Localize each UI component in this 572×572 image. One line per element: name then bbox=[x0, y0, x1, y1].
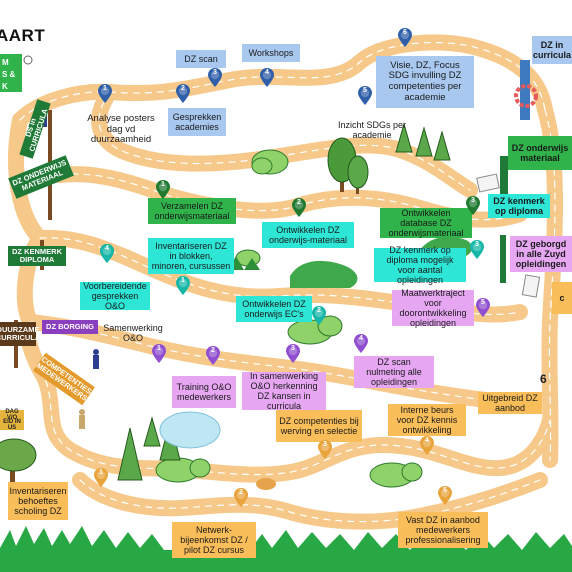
box-ontwikkelen-database: Ontwikkelen database DZ onderwijsmateria… bbox=[380, 208, 472, 238]
blue-pin-3: 3 bbox=[208, 68, 222, 87]
box-ontwikkelen-ecs: Ontwikkelen DZ onderwijs EC's bbox=[236, 296, 312, 322]
green-pin-label: 2 bbox=[297, 199, 301, 206]
sign-dag-vo: DAG V/O bbox=[0, 409, 24, 421]
teal-pin-label: 2 bbox=[317, 307, 321, 314]
flag-label-m: M bbox=[2, 58, 9, 67]
blue-pin-5: 5 bbox=[358, 86, 372, 105]
box-interne-beurs: Interne beurs voor DZ kennis ontwikkelin… bbox=[388, 404, 466, 436]
teal-pin-4: 4 bbox=[100, 244, 114, 263]
pond bbox=[159, 411, 221, 449]
box-gesprekken-academies: Gesprekken academies bbox=[168, 108, 226, 136]
green-pin-label: 1 bbox=[161, 181, 165, 188]
orange-pin-label: 5 bbox=[443, 487, 447, 494]
purple-pin-3: 3 bbox=[286, 344, 300, 363]
green-pin-2: 2 bbox=[292, 198, 306, 217]
purple-pin-5: 5 bbox=[476, 298, 490, 317]
blue-pin-6: 6 bbox=[398, 28, 412, 47]
milestone-dz-geborgd: DZ geborgd in alle Zuyd opleidingen bbox=[510, 236, 572, 272]
purple-pin-label: 4 bbox=[359, 335, 363, 342]
step-number-six: 6 bbox=[540, 372, 547, 386]
box-uitgebreid-aanbod: Uitgebreid DZ aanbod bbox=[478, 392, 542, 414]
sign-eid-in-us: EID IN US bbox=[0, 419, 24, 431]
box-analyse-posters: Analyse posters dag vd duurzaamheid bbox=[87, 113, 155, 146]
box-dz-competenties: DZ competenties bij werving en selectie bbox=[276, 410, 362, 442]
sign-duurzame-curricula: DUURZAME CURRICULA bbox=[0, 322, 40, 346]
bushes bbox=[155, 149, 423, 488]
teal-pin-label: 1 bbox=[181, 277, 185, 284]
sign-dz-borging: DZ BORGING bbox=[42, 320, 98, 334]
box-dz-scan-nulmeting: DZ scan nulmeting alle opleidingen bbox=[354, 356, 434, 388]
box-dz-kenmerk-diploma-mogelijk: DZ kenmerk op diploma mogelijk voor aant… bbox=[374, 245, 466, 285]
purple-pin-4: 4 bbox=[354, 334, 368, 353]
blue-pin-2: 2 bbox=[176, 84, 190, 103]
orange-pin-1: 1 bbox=[94, 468, 108, 487]
orange-pin-label: 2 bbox=[239, 489, 243, 496]
box-training: Training O&O medewerkers bbox=[172, 376, 236, 408]
milestone-dz-in-curricula: DZ in curricula bbox=[532, 36, 572, 64]
green-pin-3: 3 bbox=[466, 196, 480, 215]
teal-pin-label: 4 bbox=[105, 245, 109, 252]
orange-pin-2: 2 bbox=[234, 488, 248, 507]
green-pin-label: 3 bbox=[471, 197, 475, 204]
purple-pin-2: 2 bbox=[206, 346, 220, 365]
purple-pin-label: 5 bbox=[481, 299, 485, 306]
blue-pin-label: 6 bbox=[403, 29, 407, 36]
purple-pin-label: 2 bbox=[211, 347, 215, 354]
teal-pin-label: 3 bbox=[475, 241, 479, 248]
purple-pin-label: 3 bbox=[291, 345, 295, 352]
box-voorbereidende: Voorbereidende gesprekken O&O bbox=[80, 281, 150, 311]
orange-pin-label: 4 bbox=[425, 437, 429, 444]
purple-pin-label: 1 bbox=[157, 345, 161, 352]
box-dz-scan: DZ scan bbox=[176, 50, 226, 68]
grass-strip bbox=[0, 526, 572, 572]
box-inzicht-sdgs: Inzicht SDGs per academie bbox=[337, 119, 407, 140]
orange-pin-label: 1 bbox=[99, 469, 103, 476]
teal-pin-1: 1 bbox=[176, 276, 190, 295]
blue-pin-4: 4 bbox=[260, 68, 274, 87]
green-pin-1: 1 bbox=[156, 180, 170, 199]
orange-pin-label: 3 bbox=[323, 441, 327, 448]
blue-pin-label: 1 bbox=[103, 85, 107, 92]
box-workshops: Workshops bbox=[242, 44, 300, 62]
blue-pin-1: 1 bbox=[98, 84, 112, 103]
blue-pin-label: 4 bbox=[265, 69, 269, 76]
milestone-dz-onderwijsmateriaal: DZ onderwijs materiaal bbox=[508, 136, 572, 170]
box-inventariseren-behoeftes: Inventariseren behoeftes scholing DZ bbox=[8, 482, 68, 520]
box-maatwerktraject: Maatwerktraject voor doorontwikkeling op… bbox=[392, 288, 474, 328]
flag-label-s: S & bbox=[2, 70, 16, 79]
blue-pin-label: 2 bbox=[181, 85, 185, 92]
sign-dz-kenmerk-diploma: DZ KENMERK DIPLOMA bbox=[8, 246, 66, 266]
milestone-dz-kenmerk-op-diploma: DZ kenmerk op diploma bbox=[488, 194, 550, 218]
box-ontwikkelen-materiaal: Ontwikkelen DZ onderwijs-materiaal bbox=[262, 222, 354, 248]
teal-pin-2: 2 bbox=[312, 306, 326, 325]
box-netwerk: Netwerk-bijeenkomst DZ / pilot DZ cursus bbox=[172, 522, 256, 558]
orange-pin-4: 4 bbox=[420, 436, 434, 455]
milestone-right-edge: c bbox=[552, 282, 572, 314]
blue-pin-label: 3 bbox=[213, 69, 217, 76]
box-inventariseren-blokken: Inventariseren DZ in blokken, minoren, c… bbox=[148, 238, 234, 274]
orange-pin-5: 5 bbox=[438, 486, 452, 505]
flag-label-k: K bbox=[2, 82, 8, 91]
teal-pin-3: 3 bbox=[470, 240, 484, 259]
box-verzamelen: Verzamelen DZ onderwijsmateriaal bbox=[148, 198, 236, 224]
orange-pin-3: 3 bbox=[318, 440, 332, 459]
box-in-samenwerking: In samenwerking O&O herkenning DZ kansen… bbox=[242, 371, 326, 411]
page-title: AART bbox=[0, 26, 46, 45]
blue-pin-label: 5 bbox=[363, 87, 367, 94]
purple-pin-1: 1 bbox=[152, 344, 166, 363]
box-visie: Visie, DZ, Focus SDG invulling DZ compet… bbox=[376, 56, 474, 108]
box-samenwerking-oo: Samenwerking O&O bbox=[103, 322, 163, 343]
box-vast-dz: Vast DZ in aanbod medewerkers profession… bbox=[398, 512, 488, 548]
